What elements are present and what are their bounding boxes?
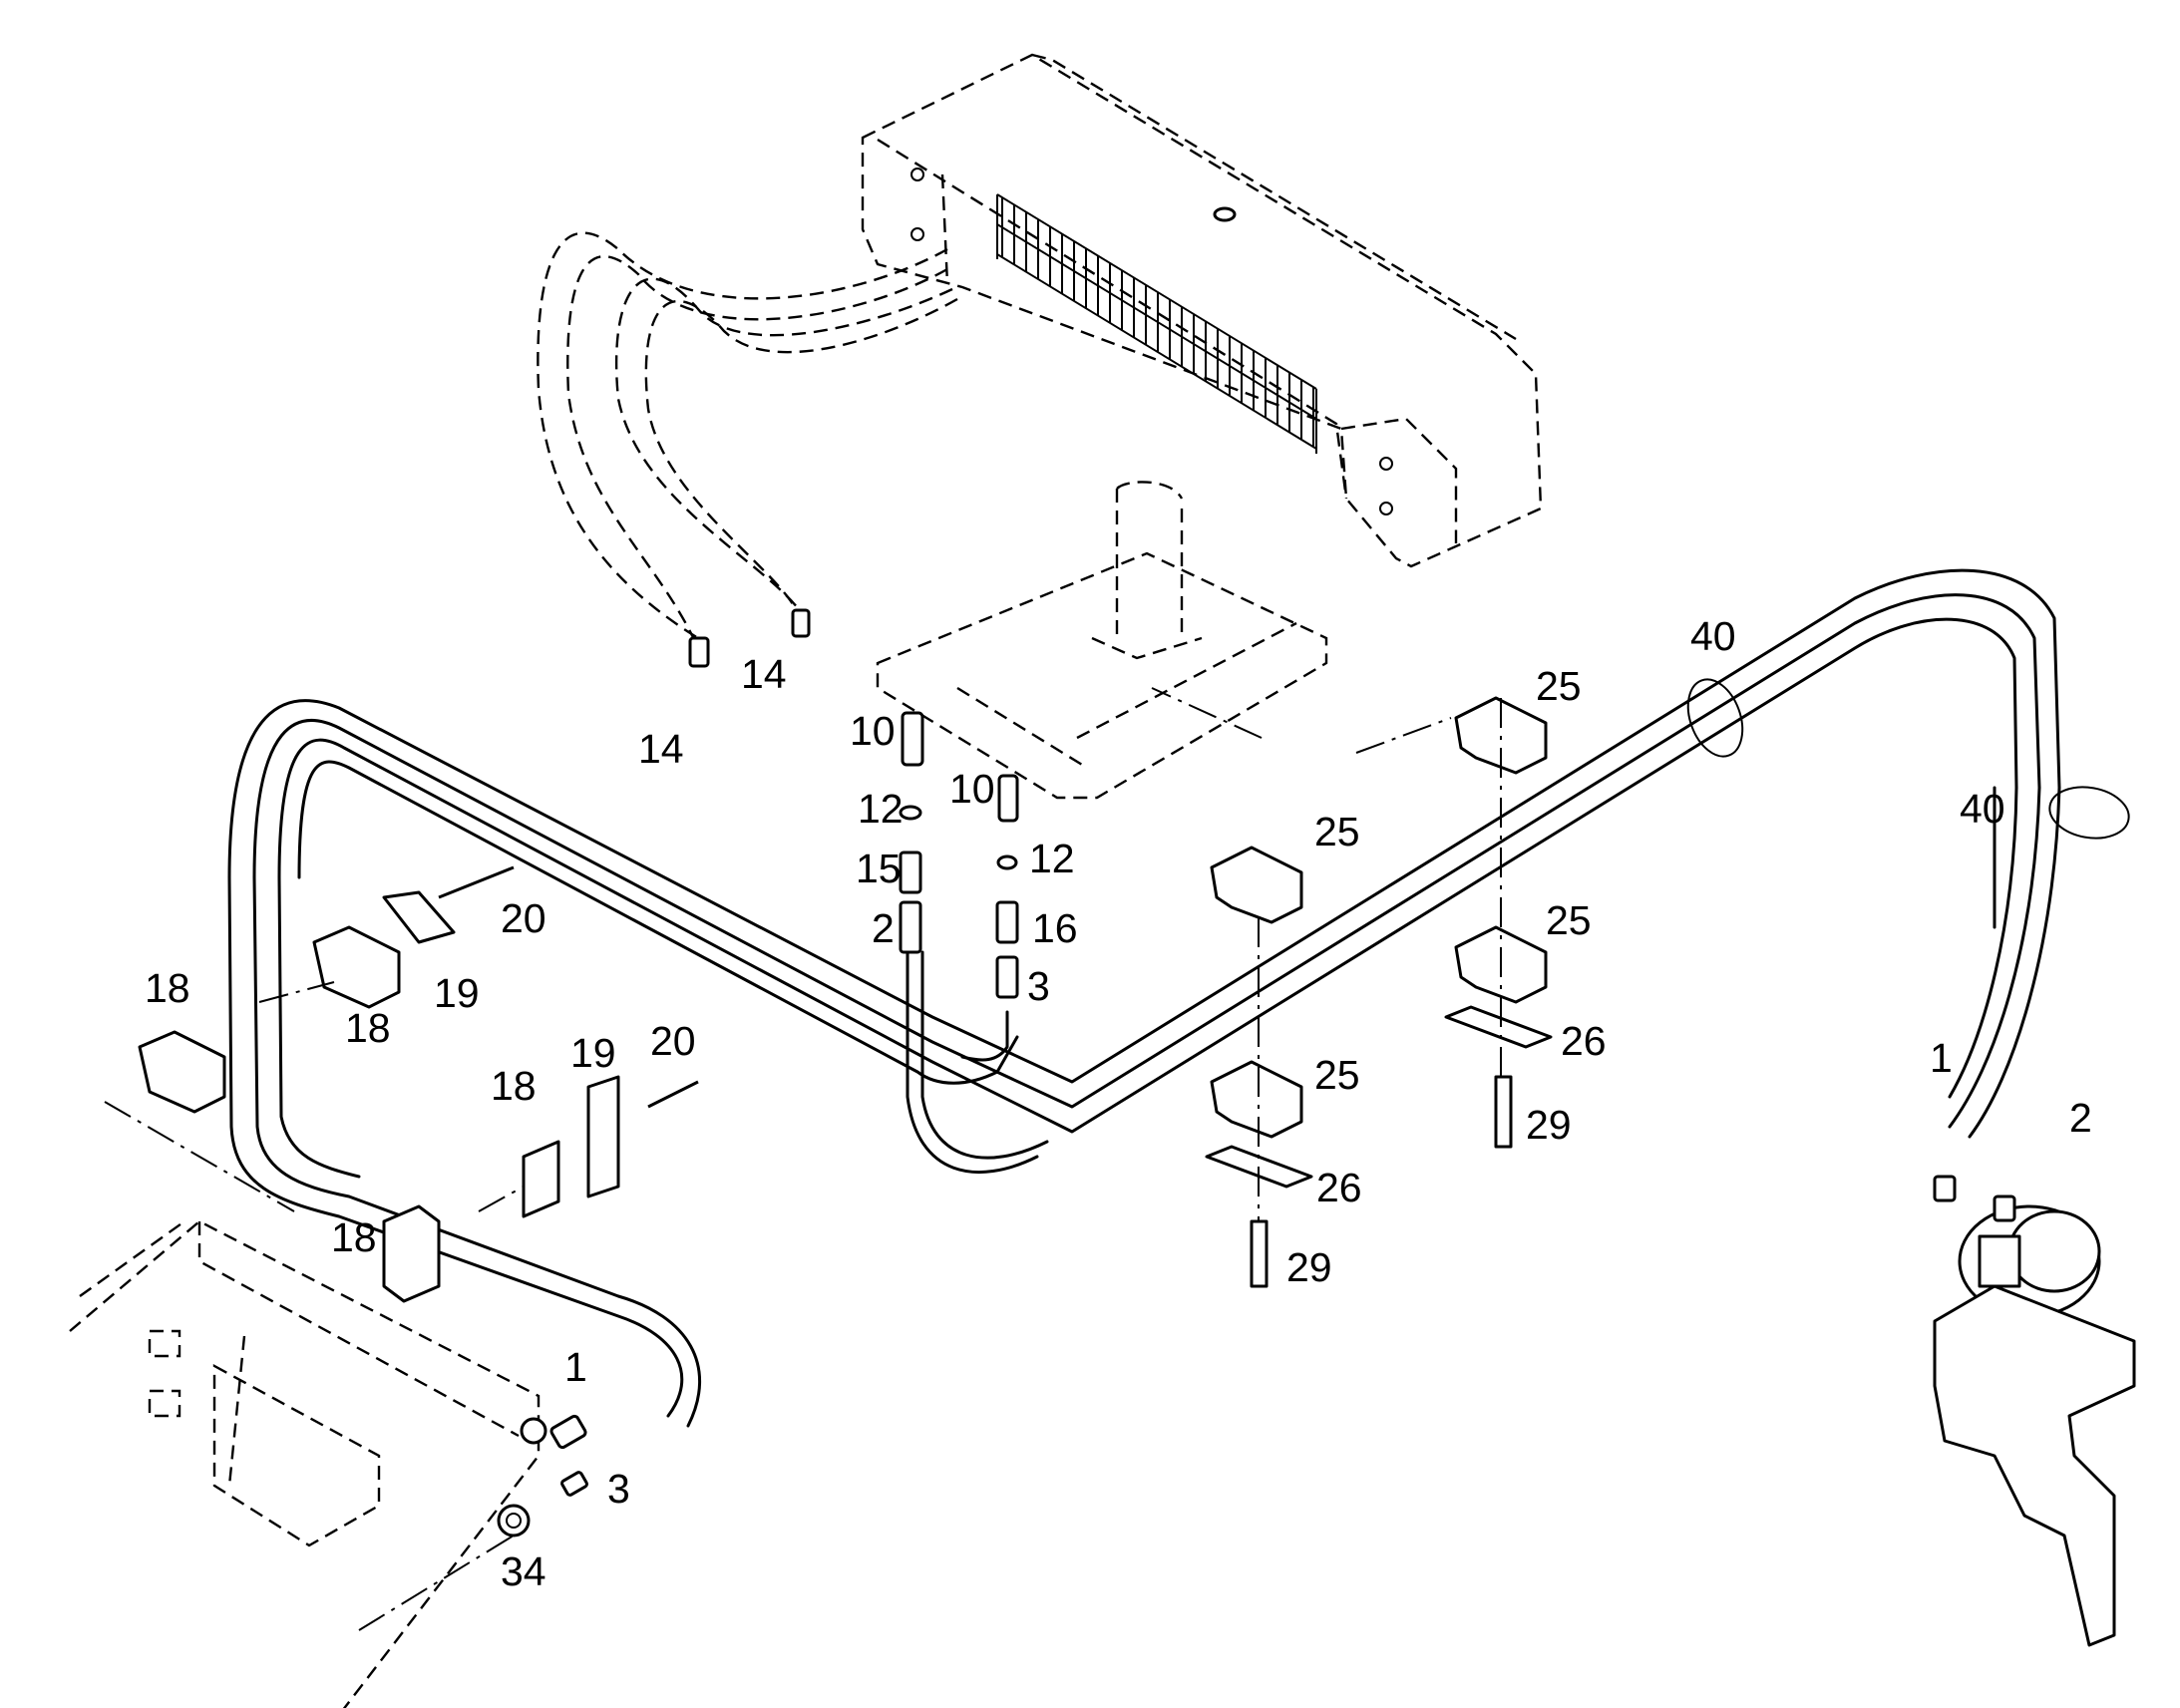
compressor bbox=[1933, 1175, 2136, 1647]
fittings-column bbox=[899, 711, 1019, 999]
callout-15: 15 bbox=[856, 846, 902, 891]
evaporator-unit bbox=[861, 53, 1543, 568]
callout-26-center: 26 bbox=[1316, 1165, 1362, 1210]
callout-1-left: 1 bbox=[564, 1344, 587, 1390]
chassis-frame bbox=[69, 1219, 547, 1708]
callout-14-upper: 14 bbox=[741, 651, 787, 697]
callout-20-lower: 20 bbox=[650, 1018, 696, 1064]
callout-12-right: 12 bbox=[1029, 836, 1075, 881]
clamp-set-center bbox=[1151, 687, 1452, 1288]
callout-40-right: 40 bbox=[1960, 786, 2005, 832]
callout-25-top: 25 bbox=[1536, 663, 1582, 709]
callout-3-left: 3 bbox=[607, 1466, 630, 1512]
callout-34: 34 bbox=[501, 1548, 546, 1594]
callout-labels: 40 25 14 14 10 10 12 12 15 2 16 3 25 40 … bbox=[145, 613, 2092, 1594]
lower-hose-ends bbox=[358, 1414, 588, 1631]
callout-2-right: 2 bbox=[2069, 1095, 2092, 1141]
callout-16: 16 bbox=[1032, 905, 1078, 951]
callout-18-upper: 18 bbox=[345, 1005, 391, 1051]
callout-25-center: 25 bbox=[1314, 809, 1360, 854]
callout-18-lower: 18 bbox=[331, 1214, 377, 1260]
callout-14-lower: 14 bbox=[638, 726, 684, 772]
ac-hose-loop bbox=[227, 568, 2061, 1428]
callout-20-upper: 20 bbox=[501, 895, 546, 941]
callout-29-center: 29 bbox=[1286, 1244, 1332, 1290]
callout-10-left: 10 bbox=[850, 708, 896, 754]
evaporator-hoses bbox=[537, 231, 958, 668]
clamp-set-right bbox=[1444, 696, 1553, 1149]
callout-19-upper: 19 bbox=[434, 970, 480, 1016]
callout-25-center-lower: 25 bbox=[1314, 1052, 1360, 1098]
callout-29-right: 29 bbox=[1526, 1102, 1572, 1148]
callout-19-lower: 19 bbox=[570, 1030, 616, 1076]
callout-26-right: 26 bbox=[1561, 1018, 1607, 1064]
callout-10-right: 10 bbox=[949, 766, 995, 812]
mounting-plate bbox=[876, 481, 1328, 800]
callout-18-far-left: 18 bbox=[145, 965, 190, 1011]
callout-25-right-mid: 25 bbox=[1546, 897, 1592, 943]
callout-12-left: 12 bbox=[858, 786, 904, 832]
callout-1-right: 1 bbox=[1930, 1035, 1953, 1081]
callout-18-mid: 18 bbox=[491, 1063, 537, 1109]
hose-straps bbox=[1686, 678, 2130, 840]
callout-3-center: 3 bbox=[1027, 963, 1050, 1009]
callout-2-center: 2 bbox=[872, 905, 895, 951]
clamp-set-left bbox=[104, 865, 699, 1303]
callout-40-top: 40 bbox=[1690, 613, 1736, 659]
